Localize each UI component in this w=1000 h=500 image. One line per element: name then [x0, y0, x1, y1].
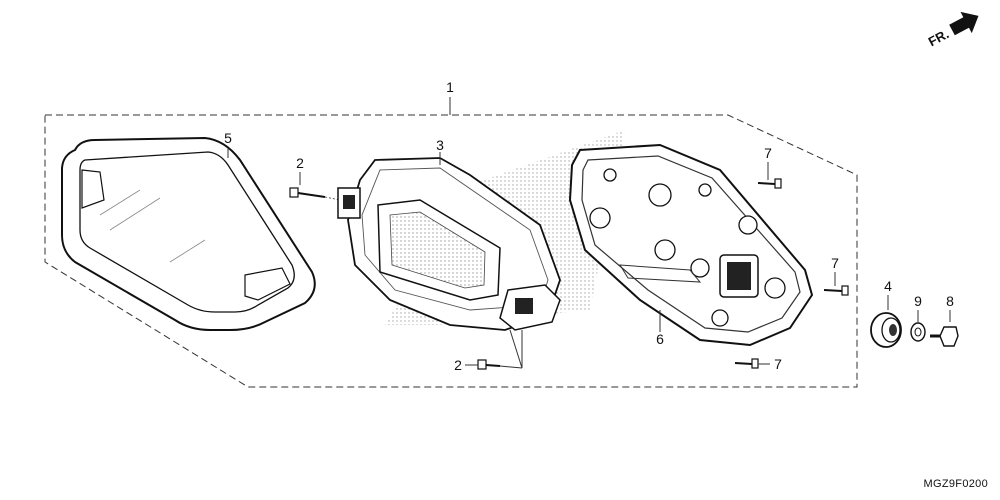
screw-7-middle: [823, 272, 849, 296]
callout-7-middle: 7: [831, 255, 839, 271]
callout-5: 5: [224, 130, 232, 146]
screw-7-upper: [757, 162, 782, 189]
callout-6: 6: [656, 331, 664, 347]
meter-lens-cover: [61, 136, 316, 331]
bolt: [930, 310, 959, 347]
callout-2-upper: 2: [296, 155, 304, 171]
grommet: [870, 295, 902, 348]
meter-case: [568, 143, 814, 347]
meter-unit: [337, 152, 561, 331]
screw-7-lower: [734, 358, 770, 369]
callout-7-lower: 7: [774, 356, 782, 372]
callout-1: 1: [446, 79, 454, 95]
front-direction-indicator: FR.: [926, 11, 979, 49]
callout-4: 4: [884, 278, 892, 294]
assembly-boundary: [44, 114, 858, 388]
callout-3: 3: [436, 137, 444, 153]
front-direction-label: FR.: [926, 26, 952, 49]
front-arrow-icon: [949, 11, 979, 36]
diagram-code: MGZ9F0200: [923, 478, 988, 490]
callout-7-upper: 7: [764, 145, 772, 161]
washer: [910, 310, 926, 342]
callout-9: 9: [914, 293, 922, 309]
callout-2-lower: 2: [454, 357, 462, 373]
screw-upper: [289, 172, 341, 201]
screw-lower: [465, 329, 523, 370]
callout-8: 8: [946, 293, 954, 309]
